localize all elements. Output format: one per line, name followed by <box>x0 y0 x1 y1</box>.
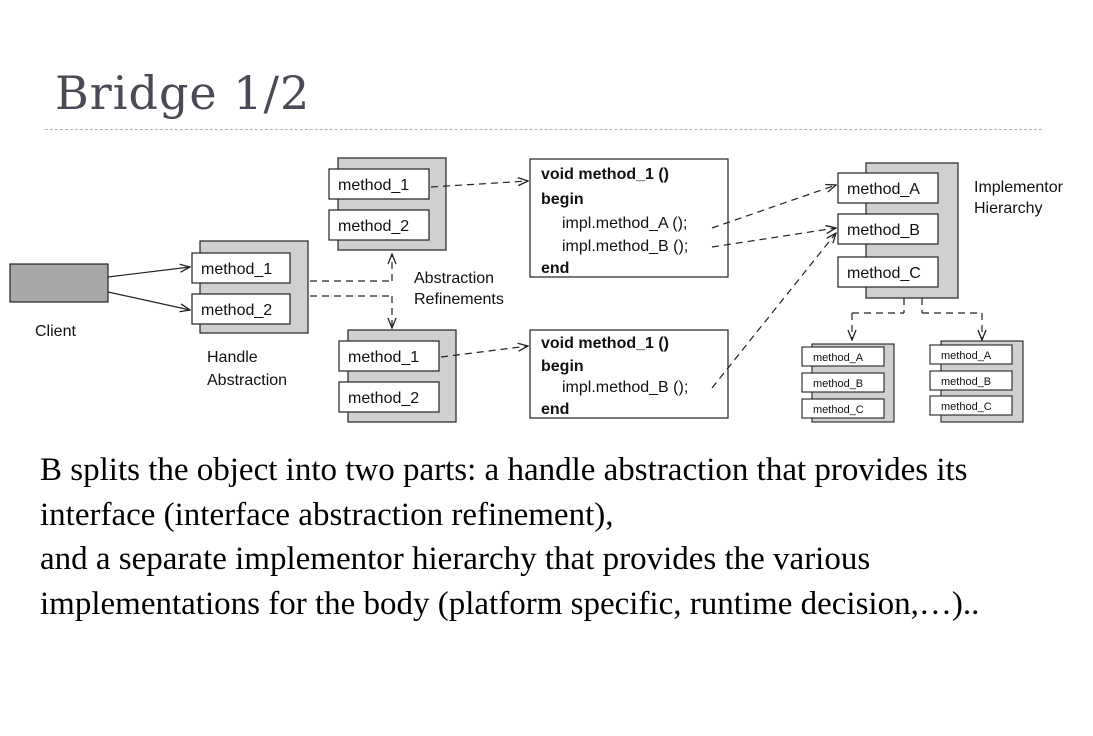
handle-abstraction-label-2: Abstraction <box>207 372 287 389</box>
slide-title: Bridge 1/2 <box>55 66 311 120</box>
refinement-top-method-2-box <box>328 209 430 241</box>
refinement-top-method-2-label: method_2 <box>338 218 409 235</box>
impl-method-b-box <box>837 213 939 245</box>
sub1-method-c-label: method_C <box>813 404 864 416</box>
refinement-inheritance-connectors <box>310 254 392 328</box>
code-to-implementor-arrows <box>711 185 836 389</box>
code-top-line-3: impl.method_A (); <box>562 215 687 232</box>
code-bottom-line-1: void method_1 () <box>541 335 669 352</box>
impl-method-a-label: method_A <box>847 181 920 198</box>
code-top-line-4: impl.method_B (); <box>562 238 688 255</box>
refinement-bottom-method-1-box <box>338 340 440 372</box>
implementor-hierarchy-label-1: Implementor <box>974 179 1064 196</box>
sub2-method-c-label: method_C <box>941 401 992 413</box>
code-bottom-line-4: end <box>541 401 569 418</box>
code-bottom-line-3: impl.method_B (); <box>562 379 688 396</box>
refinement-bottom-method-2-label: method_2 <box>348 390 419 407</box>
code-top-line-1: void method_1 () <box>541 166 669 183</box>
handle-method-1-label: method_1 <box>201 261 272 278</box>
refinement-top-group: method_1 method_2 <box>328 157 447 251</box>
handle-method-2-box <box>191 293 291 325</box>
client-label: Client <box>35 323 76 340</box>
body-paragraph-2: and a separate implementor hierarchy tha… <box>40 541 980 622</box>
abstraction-refinements-label-2: Refinements <box>414 291 504 308</box>
sub2-method-b-label: method_B <box>941 376 991 388</box>
implementor-subclass-1: method_A method_B method_C <box>801 343 895 423</box>
sub1-method-a-label: method_A <box>813 352 864 364</box>
code-box-bottom <box>529 329 729 419</box>
body-paragraph-1: B splits the object into two parts: a ha… <box>40 452 968 533</box>
sub2-method-a-label: method_A <box>941 350 992 362</box>
title-divider <box>45 129 1042 130</box>
sub1-method-b-label: method_B <box>813 378 863 390</box>
implementor-subclass-connectors <box>852 298 982 340</box>
refinement-top-method-1-box <box>328 168 430 200</box>
impl-method-b-label: method_B <box>847 222 920 239</box>
refinement-bottom-method-1-label: method_1 <box>348 349 419 366</box>
abstraction-refinements-label-1: Abstraction <box>414 270 494 287</box>
slide-body: B splits the object into two parts: a ha… <box>40 448 1050 626</box>
handle-method-1-box <box>191 252 291 284</box>
refinement-top-method-1-label: method_1 <box>338 177 409 194</box>
handle-abstraction-group: method_1 method_2 <box>191 240 309 334</box>
impl-method-a-box <box>837 172 939 204</box>
code-top-line-2: begin <box>541 191 584 208</box>
refinement-bottom-group: method_1 method_2 <box>338 329 457 423</box>
handle-method-2-label: method_2 <box>201 302 272 319</box>
impl-method-c-label: method_C <box>847 265 921 282</box>
implementor-hierarchy-label-2: Hierarchy <box>974 200 1042 217</box>
code-top-line-5: end <box>541 260 569 277</box>
refinement-bottom-method-2-box <box>338 381 440 413</box>
code-box-top <box>529 158 729 278</box>
code-bottom-line-2: begin <box>541 358 584 375</box>
implementor-group: method_A method_B method_C <box>837 162 959 299</box>
handle-abstraction-label-1: Handle <box>207 349 258 366</box>
implementor-subclass-2: method_A method_B method_C <box>929 340 1024 423</box>
client-to-handle-arrow-2 <box>107 291 190 310</box>
refinement-to-code-arrows <box>430 181 528 358</box>
bridge-diagram: Client method_1 method_2 Handle Abstract… <box>9 157 1064 423</box>
impl-method-c-box <box>837 256 939 288</box>
client-box <box>9 263 109 303</box>
client-to-handle-arrow-1 <box>107 267 190 278</box>
